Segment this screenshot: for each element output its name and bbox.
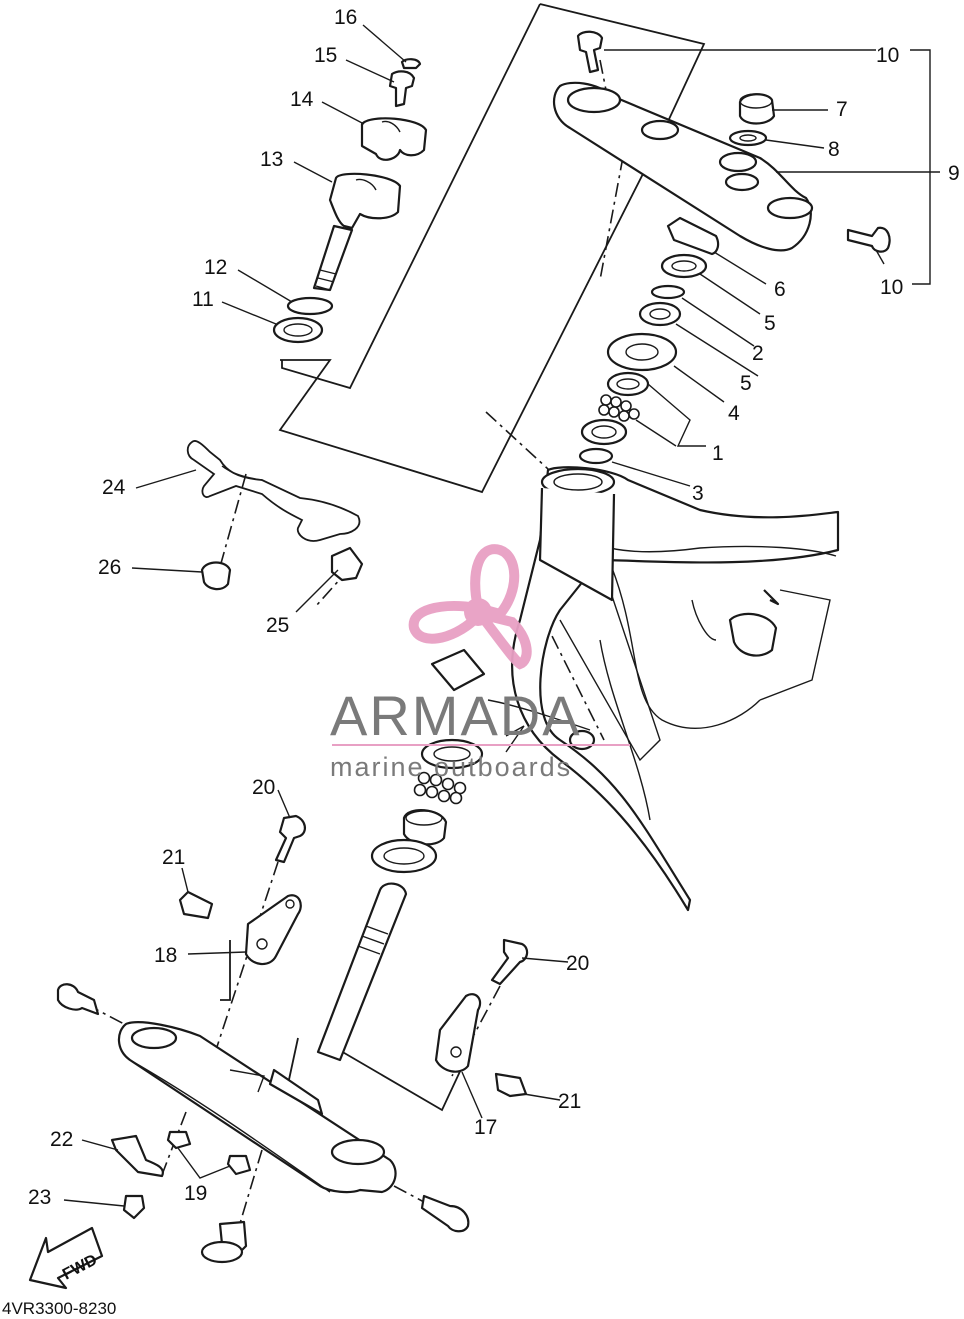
callout-1: 1 [712, 442, 724, 465]
callout-11: 11 [192, 288, 214, 311]
watermark-brand: ARMADA [330, 684, 582, 747]
diagram-code: 4VR3300-8230 [2, 1299, 116, 1318]
callout-7: 7 [836, 98, 848, 121]
cable-guide [110, 1130, 252, 1220]
callout-8: 8 [828, 138, 840, 161]
callout-3: 3 [692, 482, 704, 505]
callout-19: 19 [184, 1182, 207, 1205]
handlebar-holder [272, 58, 428, 344]
callout-4: 4 [728, 402, 740, 425]
callout-14: 14 [290, 88, 314, 111]
callout-17: 17 [474, 1116, 497, 1139]
callout-9: 9 [948, 162, 960, 185]
stem-stack [578, 216, 720, 465]
callout-24: 24 [102, 476, 126, 499]
callout-2: 2 [752, 342, 764, 365]
frame-head [511, 466, 840, 912]
callout-18: 18 [154, 944, 177, 967]
fwd-arrow: FWD [28, 1226, 104, 1290]
left-bracket [178, 814, 306, 966]
callout-13: 13 [260, 148, 283, 171]
callout-15: 15 [314, 44, 337, 67]
assembly-outlines [85, 3, 706, 1231]
watermark-tagline: marine outboards [330, 752, 572, 782]
under-bracket [56, 983, 470, 1264]
callout-10-top: 10 [876, 44, 899, 67]
callout-12: 12 [204, 256, 227, 279]
callout-6: 6 [774, 278, 786, 301]
callout-23: 23 [28, 1186, 51, 1209]
callout-20-left: 20 [252, 776, 275, 799]
callout-5b: 5 [740, 372, 752, 395]
callout-5a: 5 [764, 312, 776, 335]
callout-26: 26 [98, 556, 121, 579]
upper-bracket [552, 30, 891, 253]
callout-22: 22 [50, 1128, 73, 1151]
cable-holder [186, 440, 364, 591]
callout-10-bottom: 10 [880, 276, 903, 299]
callout-16: 16 [334, 6, 357, 29]
callout-21-left: 21 [162, 846, 185, 869]
watermark-logo [408, 544, 532, 670]
callout-25: 25 [266, 614, 289, 637]
callout-numbers: 1 2 3 4 5 5 6 7 8 9 10 10 11 12 13 14 15… [28, 6, 960, 1209]
callout-21-right: 21 [558, 1090, 581, 1113]
leader-lines [63, 24, 940, 1207]
callout-20-right: 20 [566, 952, 589, 975]
right-bracket [434, 938, 529, 1098]
